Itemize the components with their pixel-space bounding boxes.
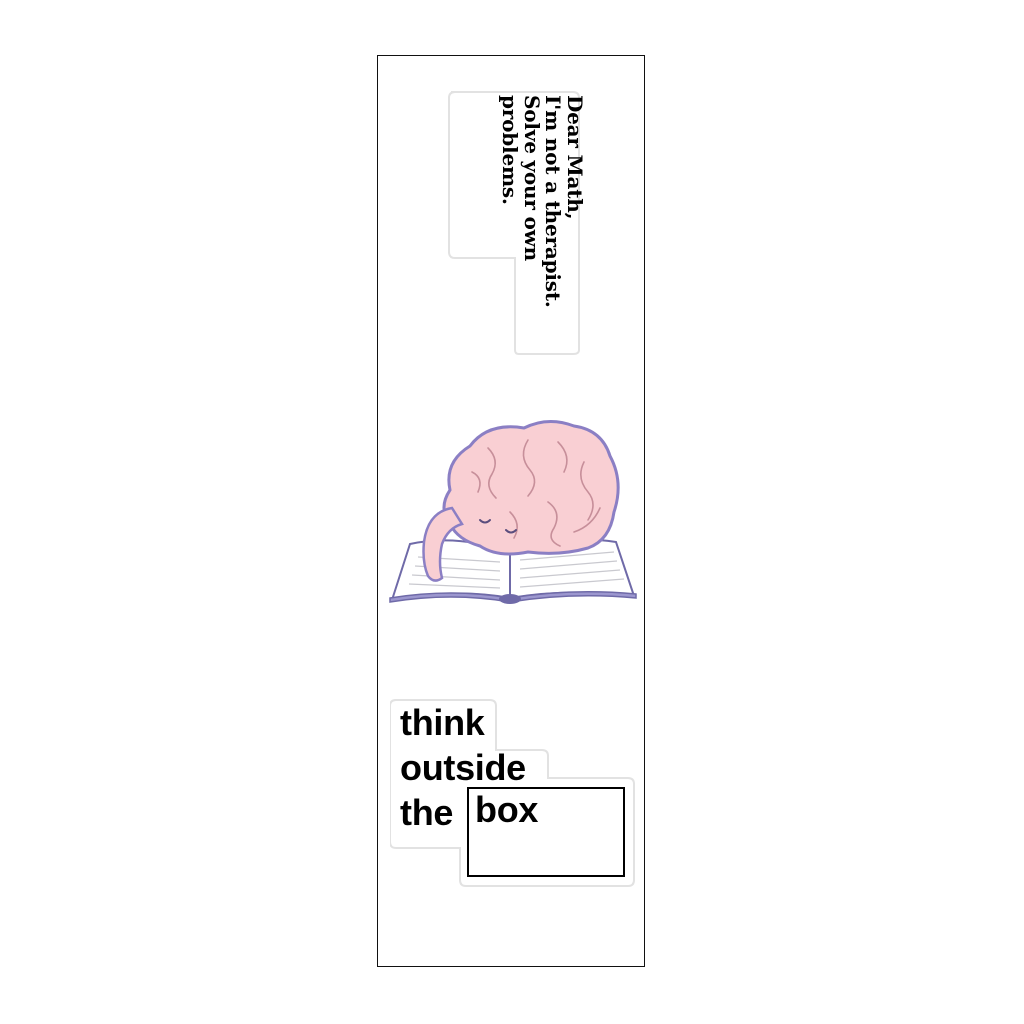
- slogan-line-2: outside: [400, 747, 526, 788]
- quote-line-3: Solve your own: [520, 95, 544, 261]
- slogan-boxed-word: box: [475, 789, 539, 830]
- slogan-line-1: think: [400, 702, 485, 743]
- brain-icon: [422, 420, 620, 582]
- brain-on-book-illustration: [389, 420, 637, 604]
- quote-sticker: [448, 91, 580, 355]
- outline-box: [467, 787, 625, 877]
- slogan-text: think outside the: [400, 700, 526, 835]
- quote-line-4: problems.: [498, 95, 523, 205]
- quote-line-1: Dear Math,: [563, 95, 587, 220]
- quote-text: Dear Math, I'm not a therapist. Solve yo…: [498, 95, 588, 308]
- quote-line-2: I'm not a therapist.: [541, 95, 566, 308]
- slogan-line-3: the: [400, 792, 454, 833]
